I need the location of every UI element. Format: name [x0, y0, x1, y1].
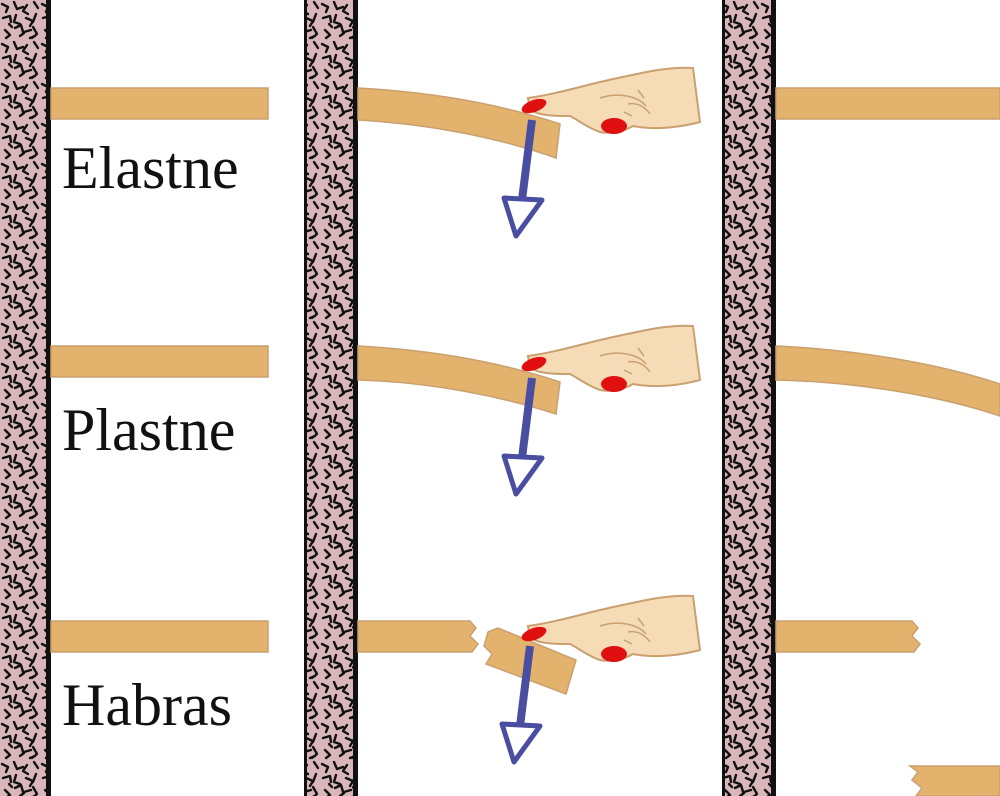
beam-initial-plastic [50, 345, 269, 378]
row-elastic: Elastne [50, 66, 1000, 236]
row-label-brittle: Habras [62, 672, 232, 738]
beam-initial-brittle [50, 620, 269, 653]
right-wall [722, 0, 776, 796]
row-brittle: Habras [50, 594, 1000, 796]
beam-result-elastic [775, 87, 1000, 120]
row-label-elastic: Elastne [62, 135, 239, 201]
row-label-plastic: Plastne [62, 397, 235, 463]
beam-result-brittle-fragment [907, 765, 1000, 796]
beam-result-brittle-stub [775, 620, 921, 653]
middle-wall [304, 0, 358, 796]
beam-initial-elastic [50, 87, 269, 120]
beam-loaded-elastic [357, 87, 561, 160]
left-wall [0, 0, 51, 796]
beam-loaded-brittle-stub [357, 620, 479, 653]
row-plastic: Plastne [50, 324, 1000, 494]
beam-loaded-plastic [357, 345, 561, 415]
beam-result-plastic [775, 345, 1000, 417]
